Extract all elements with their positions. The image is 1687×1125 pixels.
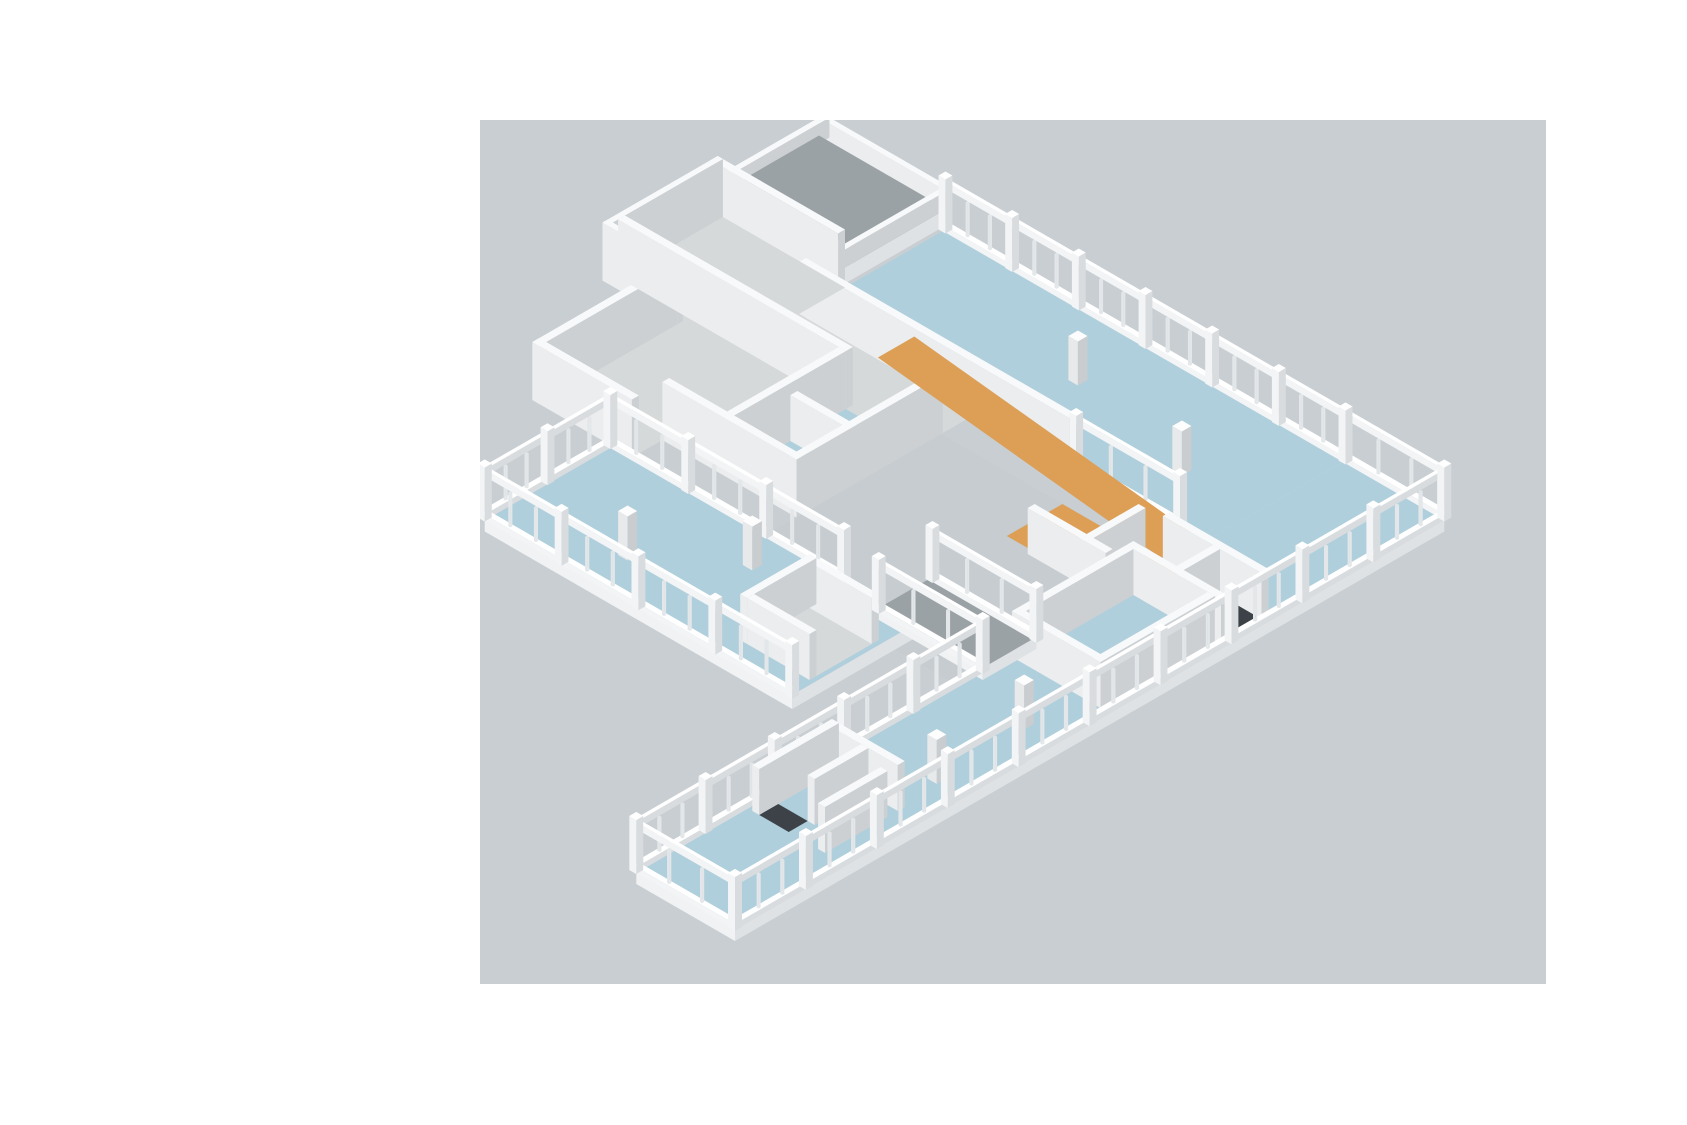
block-interior-wall	[618, 215, 853, 409]
room-c-opening	[759, 804, 808, 832]
bridge-north-railing	[925, 521, 1044, 643]
floorplan-3d-render	[480, 120, 1452, 941]
column	[1172, 420, 1192, 476]
ramp	[877, 336, 1205, 563]
column	[1068, 330, 1088, 386]
southwest-wing-north-railing	[603, 387, 851, 584]
room-c-west-wall	[752, 719, 839, 815]
northeast-wing-back-railing	[938, 171, 1353, 465]
southwest-wing-south-railing	[480, 459, 800, 699]
column	[742, 515, 762, 571]
model-viewport[interactable]	[480, 120, 1546, 984]
south-wing-southwest-railing	[629, 812, 742, 931]
room-b-north-wall	[802, 554, 879, 644]
south-wing-outer-railing	[728, 459, 1452, 931]
